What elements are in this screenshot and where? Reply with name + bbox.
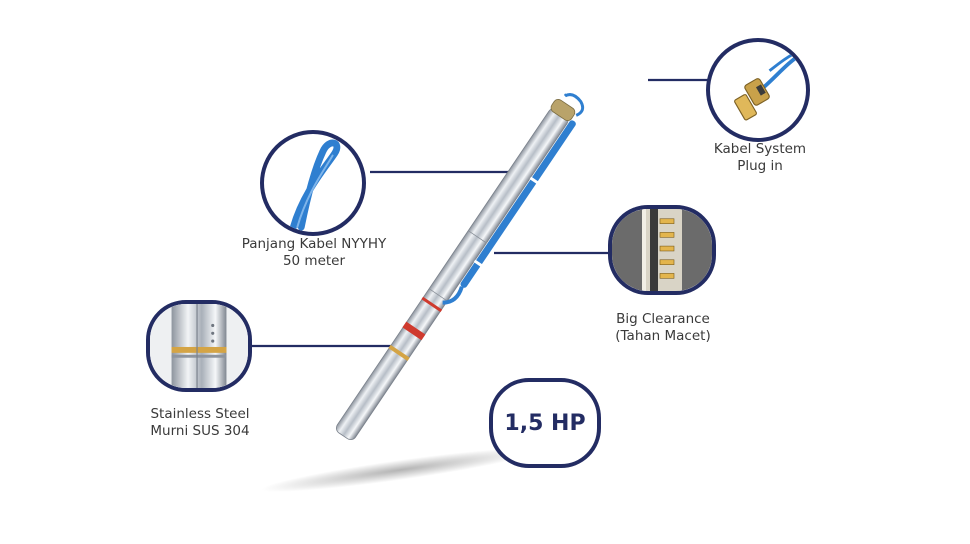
impeller-stack-icon [612,209,712,291]
cable-length-caption: Panjang Kabel NYYHY 50 meter [214,236,414,270]
plug-connector-image [706,38,810,142]
leader-lines [250,78,708,348]
clearance-caption: Big Clearance (Tahan Macet) [588,311,738,345]
clearance-line1: Big Clearance [616,311,710,327]
pump-body [335,93,585,441]
power-badge: 1,5 HP [489,378,601,468]
plug-in-line1: Kabel System [713,141,807,157]
cable-coil-icon [289,139,341,231]
plug-connector-icon [734,48,804,121]
pump-shadow [261,448,539,492]
plug-in-line2: Plug in [737,158,783,174]
cable-length-line1: Panjang Kabel NYYHY [241,236,387,252]
impeller-clearance-image [608,205,716,295]
cable-length-line2: 50 meter [282,253,346,269]
cable-coil-image [260,130,366,236]
power-rating: 1,5 HP [504,410,586,436]
stainless-line1: Stainless Steel [150,406,250,422]
steel-tube-icon [150,304,248,388]
stainless-steel-image [146,300,252,392]
plug-in-caption: Kabel System Plug in [680,141,840,175]
stainless-caption: Stainless Steel Murni SUS 304 [120,406,280,440]
clearance-line2: (Tahan Macet) [615,328,711,344]
stainless-line2: Murni SUS 304 [150,423,250,439]
